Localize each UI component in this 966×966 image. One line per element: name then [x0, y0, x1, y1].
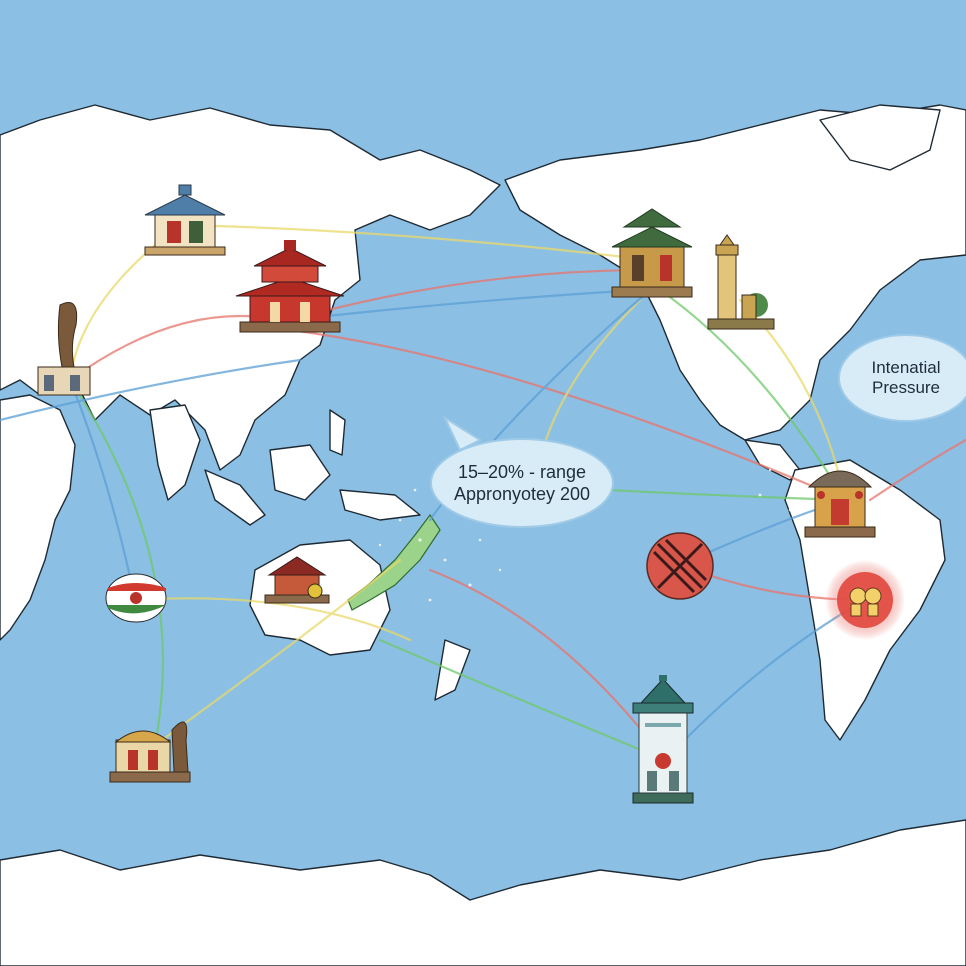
palace-icon[interactable]: [235, 240, 345, 333]
alert-red-marker-icon[interactable]: [825, 560, 905, 640]
shrine-icon[interactable]: [264, 556, 330, 604]
landmass-new-guinea: [339, 489, 421, 521]
landmass-sumatra: [204, 469, 266, 526]
temple-icon[interactable]: [611, 208, 693, 298]
flag-badge-icon[interactable]: [105, 573, 167, 623]
landmass-india: [149, 404, 201, 501]
monument-icon[interactable]: [37, 302, 91, 396]
japan-highlight: [347, 513, 441, 611]
sparkle-dots: [378, 468, 792, 792]
tower-icon[interactable]: [707, 234, 775, 330]
stupa-icon[interactable]: [109, 721, 191, 783]
landmass-africa: [0, 394, 76, 641]
callout-range-line2: Appronyotey 200: [453, 484, 591, 504]
callout-pressure-line2: Pressure: [871, 378, 941, 397]
landmass-philippines: [329, 409, 346, 456]
callout-pressure-line1: Intenatial: [871, 358, 941, 377]
callout-international-pressure: Intenatial Pressure: [838, 334, 966, 422]
callout-range-line1: 15–20% - range: [457, 462, 587, 482]
lighthouse-icon[interactable]: [632, 675, 694, 804]
blocked-cross-icon[interactable]: [646, 532, 714, 600]
callout-range: 15–20% - range Appronyotey 200: [430, 438, 614, 528]
landmass-greenland: [819, 104, 941, 171]
pavilion-icon[interactable]: [804, 470, 876, 538]
landmass-antarctica: [0, 819, 966, 966]
pagoda-icon[interactable]: [144, 184, 226, 256]
landmass-borneo: [269, 444, 331, 501]
